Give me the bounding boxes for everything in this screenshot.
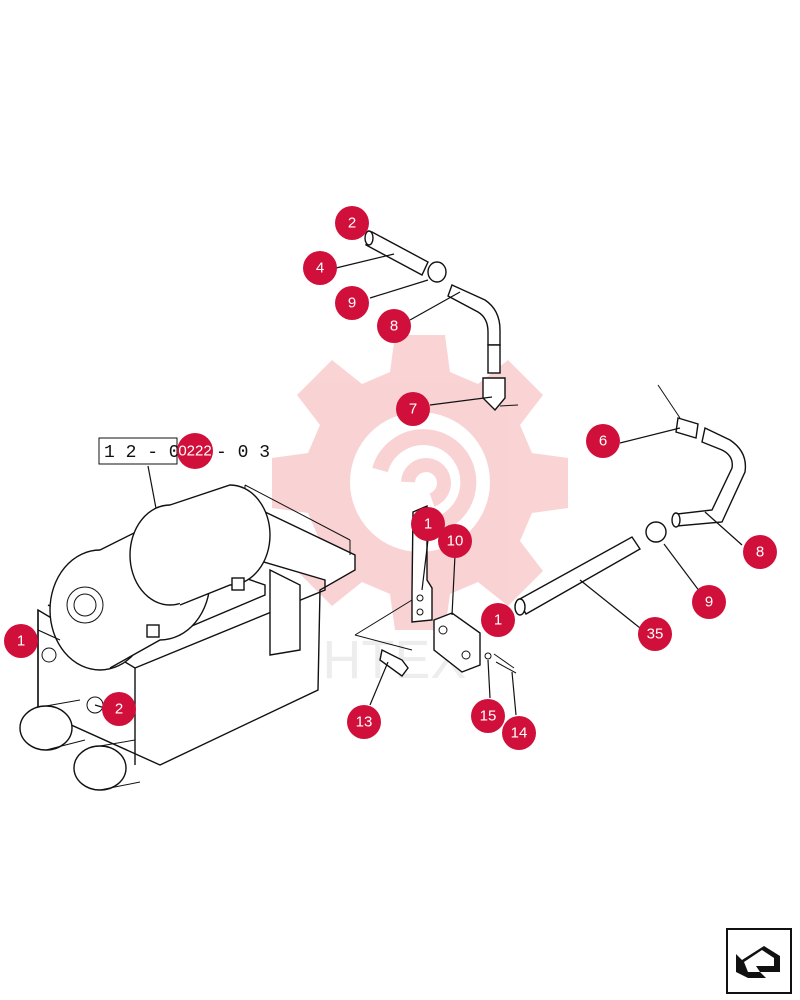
upper-hose-assembly [364,230,519,412]
reference-label-text: 1 2 - 0 [104,443,180,463]
svg-text:9: 9 [705,594,713,611]
callout-8-right: 8 [743,535,777,569]
callout-13: 13 [347,705,381,739]
callout-10: 10 [438,524,472,558]
svg-text:1: 1 [17,633,25,650]
leader-lines [37,253,743,716]
svg-text:8: 8 [390,318,398,335]
callout-1-right: 1 [481,603,515,637]
svg-text:9: 9 [348,295,356,312]
svg-text:1: 1 [494,612,502,629]
svg-text:2: 2 [348,215,356,232]
reference-label-tail: - 0 3 [216,443,270,463]
svg-text:1: 1 [424,516,432,533]
callout-1-mid: 1 [411,507,445,541]
svg-text:4: 4 [316,260,324,277]
reference-overlay-text: 0222 [178,443,211,460]
heater-housing [19,484,356,791]
svg-text:8: 8 [756,544,764,561]
callout-9-top: 9 [335,286,369,320]
svg-text:15: 15 [480,708,497,725]
callout-14: 14 [502,716,536,750]
back-navigation-button[interactable] [726,928,792,994]
right-hose-assembly [514,384,747,616]
svg-text:13: 13 [356,714,373,731]
svg-text:7: 7 [409,401,417,418]
svg-text:35: 35 [647,626,664,643]
svg-text:10: 10 [447,533,464,550]
callout-9-right: 9 [692,585,726,619]
reference-label: 1 2 - 0 - 0 3 0222 [98,433,270,541]
svg-text:2: 2 [115,701,123,718]
svg-text:6: 6 [599,433,607,450]
callout-8-top: 8 [377,309,411,343]
svg-text:14: 14 [511,725,528,742]
back-arrow-icon [736,946,780,978]
callout-4: 4 [303,251,337,285]
callout-2-top: 2 [335,206,369,240]
callout-6: 6 [586,424,620,458]
callout-15: 15 [471,699,505,733]
callout-2-left: 2 [102,692,136,726]
callout-35: 35 [638,617,672,651]
callout-7: 7 [396,392,430,426]
callout-1-left: 1 [4,624,38,658]
